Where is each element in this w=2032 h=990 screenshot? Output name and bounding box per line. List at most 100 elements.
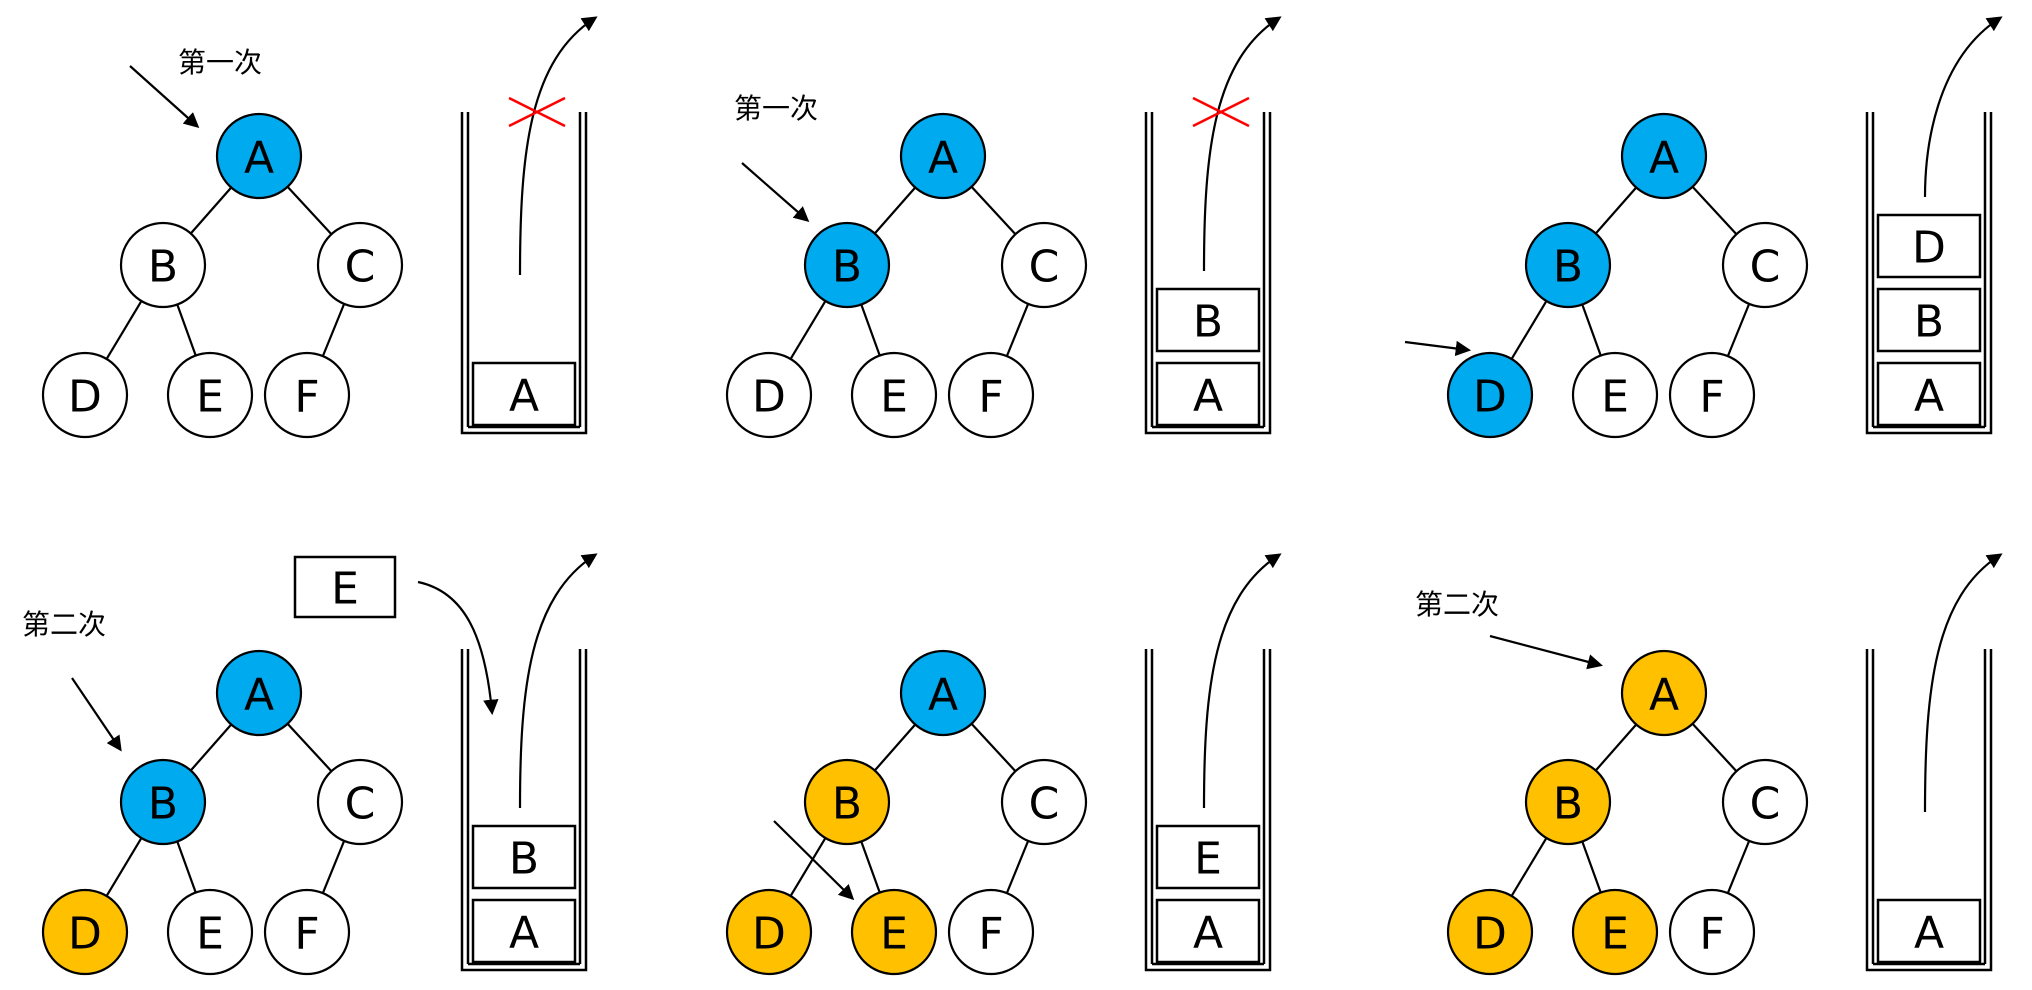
node-label: B: [832, 242, 862, 293]
tree-edge: [321, 840, 346, 894]
stack-box: [1876, 213, 1982, 279]
tree-node-c: C: [1000, 758, 1088, 846]
tree-node-d: D: [725, 888, 813, 976]
tree-edge: [860, 304, 881, 356]
tree-node-f: F: [1668, 888, 1756, 976]
tree-edge: [1691, 723, 1738, 772]
node-circle: [899, 649, 987, 737]
tree-node-c: C: [316, 758, 404, 846]
stack-container: [460, 112, 588, 435]
tree-edge: [1691, 186, 1738, 235]
node-circle: [1446, 351, 1534, 439]
node-label: F: [978, 372, 1003, 423]
stack-label: A: [1193, 908, 1223, 959]
stack-item-b: B: [1155, 287, 1261, 353]
tree-node-f: F: [947, 351, 1035, 439]
stack-label: A: [1914, 371, 1944, 422]
node-label: D: [752, 909, 786, 960]
pointer-arrow: [741, 162, 810, 223]
tree-edge: [189, 186, 233, 235]
step-caption: 第一次: [178, 46, 262, 79]
tree-edge: [1594, 186, 1638, 235]
node-circle: [1524, 758, 1612, 846]
node-label: E: [196, 372, 224, 423]
tree-node-c: C: [1721, 221, 1809, 309]
node-circle: [803, 221, 891, 309]
stack-item-a: A: [1876, 898, 1982, 964]
node-label: C: [345, 779, 376, 830]
pop-arrow: [518, 553, 598, 809]
node-circle: [899, 112, 987, 200]
incoming-box: [293, 555, 397, 619]
node-label: E: [880, 909, 908, 960]
node-label: B: [832, 779, 862, 830]
stack-item-a: A: [1155, 361, 1261, 427]
pointer-arrow: [1404, 340, 1472, 357]
node-label: A: [244, 133, 274, 184]
node-circle: [119, 221, 207, 309]
node-label: A: [1649, 670, 1679, 721]
stack-item-a: A: [1155, 898, 1261, 964]
node-label: A: [1649, 133, 1679, 184]
tree-node-e: E: [1571, 888, 1659, 976]
stack-item-a: A: [471, 898, 577, 964]
incoming-label: E: [331, 564, 359, 615]
tree-node-d: D: [41, 888, 129, 976]
node-label: F: [978, 909, 1003, 960]
node-circle: [215, 112, 303, 200]
tree-edge: [286, 723, 333, 772]
step-caption: 第二次: [22, 608, 106, 641]
tree-edge: [1581, 304, 1602, 356]
pop-arrow: [1923, 553, 2003, 813]
tree-edge: [176, 841, 197, 893]
node-circle: [316, 221, 404, 309]
tree-node-d: D: [1446, 888, 1534, 976]
tree-edge: [1726, 840, 1751, 894]
tree-node-c: C: [1000, 221, 1088, 309]
node-circle: [1446, 888, 1534, 976]
tree-node-b: B: [119, 758, 207, 846]
stack-box: [1155, 287, 1261, 353]
tree-edge: [105, 837, 143, 897]
tree-node-e: E: [166, 351, 254, 439]
step-caption: 第二次: [1415, 588, 1499, 621]
stack-item-d: D: [1876, 213, 1982, 279]
node-circle: [947, 351, 1035, 439]
tree-edge: [286, 186, 333, 235]
tree-node-d: D: [1446, 351, 1534, 439]
node-label: F: [294, 372, 319, 423]
node-circle: [1000, 758, 1088, 846]
stack-box: [471, 824, 577, 890]
node-circle: [1000, 221, 1088, 309]
incoming-item-e: E: [293, 555, 397, 619]
node-circle: [1721, 758, 1809, 846]
node-circle: [41, 888, 129, 976]
tree-edge: [1581, 841, 1602, 893]
tree-edge: [1594, 723, 1638, 772]
pop-arrow: [1202, 16, 1282, 272]
node-circle: [1571, 351, 1659, 439]
node-label: E: [196, 909, 224, 960]
tree-edge: [189, 723, 233, 772]
pointer-arrow: [1489, 634, 1603, 670]
stack-container: [1865, 112, 1993, 435]
node-label: D: [68, 372, 102, 423]
tree-node-a: A: [899, 112, 987, 200]
tree-node-b: B: [119, 221, 207, 309]
node-label: B: [148, 242, 178, 293]
stack-container: [1865, 649, 1993, 972]
node-label: E: [1601, 909, 1629, 960]
stack-label: B: [509, 834, 539, 885]
stack-box: [471, 361, 577, 427]
tree-node-f: F: [263, 351, 351, 439]
stack-label: B: [1914, 297, 1944, 348]
node-label: B: [1553, 242, 1583, 293]
node-circle: [1668, 888, 1756, 976]
stack-label: B: [1193, 297, 1223, 348]
tree-node-e: E: [850, 888, 938, 976]
tree-edge: [1726, 303, 1751, 357]
stack-container: [1144, 649, 1272, 972]
